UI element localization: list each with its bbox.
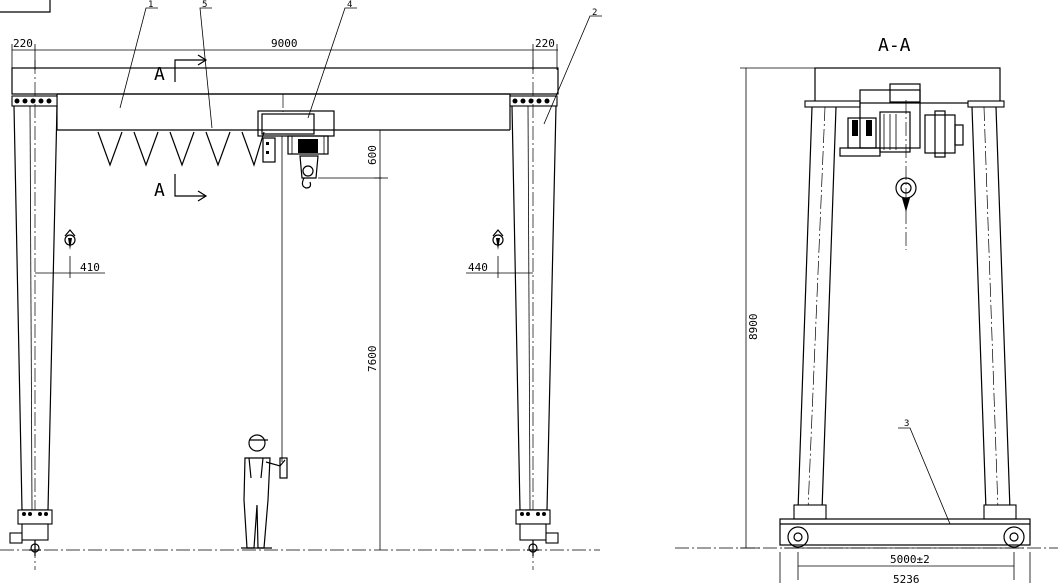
title-block-corner — [0, 0, 51, 13]
right-leg — [511, 60, 559, 570]
top-dimension: 220 9000 220 — [11, 37, 558, 70]
part-number-3: 3 — [904, 419, 909, 429]
section-marker-top: A — [154, 54, 208, 85]
dim-hook-offset: 600 — [366, 145, 379, 165]
leg-hook-icon-right — [492, 229, 504, 250]
bottom-beam — [779, 518, 1031, 549]
leg-hook-icon-left — [64, 229, 76, 250]
part-number-5: 5 — [202, 0, 207, 10]
part-number-1: 1 — [148, 0, 153, 10]
height-dimension: 8900 — [740, 67, 815, 549]
section-letter-bottom: A — [154, 180, 165, 201]
hook-side — [895, 100, 917, 250]
part-number-4: 4 — [347, 0, 352, 10]
dim-wheelbase: 5000±2 — [890, 553, 930, 566]
dim-overall: 5236 — [893, 573, 920, 583]
operator-figure — [241, 434, 288, 549]
section-title: A-A — [878, 35, 911, 56]
festoon-cable — [97, 131, 265, 167]
part-leaders-front: 1 5 4 2 — [119, 0, 602, 129]
side-legs — [793, 106, 1017, 520]
section-letter-top: A — [154, 64, 165, 85]
section-marker-bottom: A — [154, 174, 208, 202]
dim-left-offset: 410 — [80, 261, 100, 274]
hoist-trolley — [257, 110, 382, 462]
hook-height-dims: 600 7600 — [366, 129, 388, 550]
dim-end-left: 220 — [13, 37, 33, 50]
dim-height: 8900 — [747, 314, 760, 341]
dim-lift-height: 7600 — [366, 346, 379, 373]
part-number-2: 2 — [592, 8, 597, 18]
dim-right-offset: 440 — [468, 261, 488, 274]
dim-end-right: 220 — [535, 37, 555, 50]
leg-offset-dim-left: 410 — [35, 256, 105, 278]
dim-span: 9000 — [271, 37, 298, 50]
leg-offset-dim-right: 440 — [466, 256, 533, 278]
part-leader-3: 3 — [898, 419, 951, 525]
trolley-side — [839, 83, 964, 158]
bottom-dimensions: 5000±2 5236 — [779, 552, 1031, 583]
main-girder — [11, 67, 559, 131]
side-view: A-A 8900 — [675, 35, 1058, 583]
front-view: 220 9000 220 — [0, 0, 602, 570]
left-leg — [9, 60, 58, 570]
